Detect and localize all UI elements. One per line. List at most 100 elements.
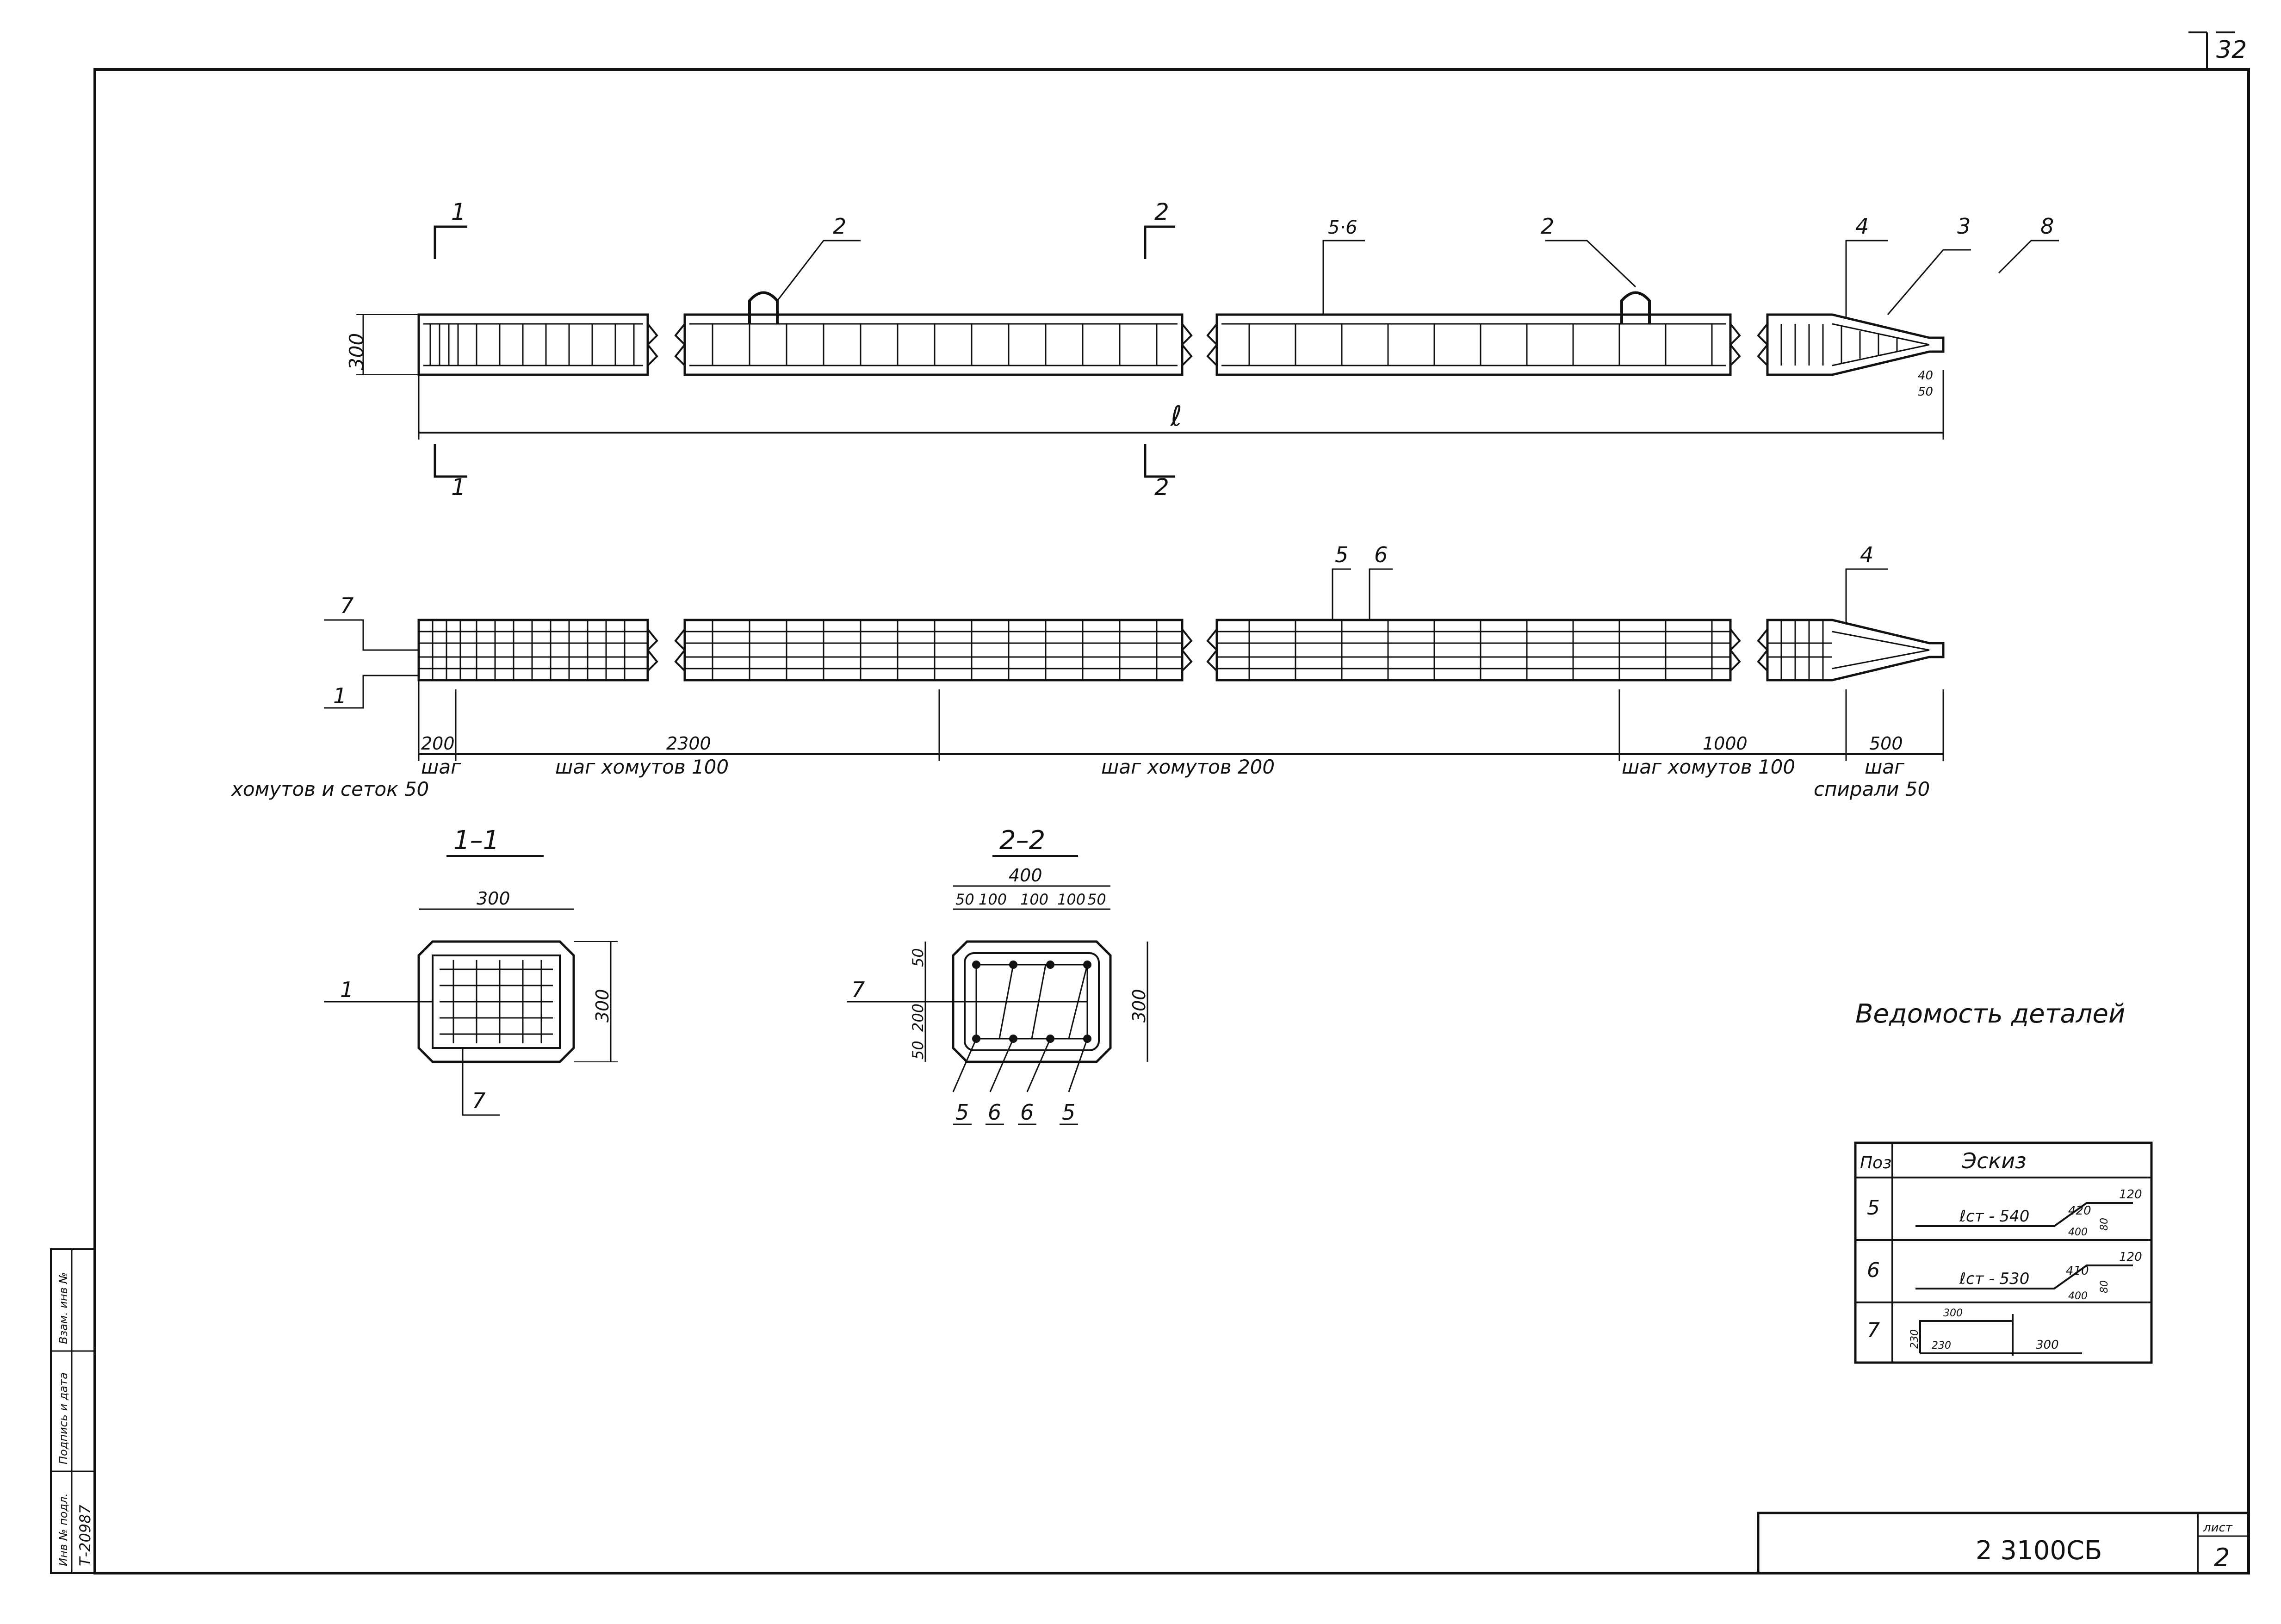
column-header-sketch: Эскиз — [1961, 1148, 2027, 1173]
row-pos: 6 — [1867, 1258, 1880, 1282]
bar-callout-5: 5 — [1062, 1100, 1075, 1125]
row-pos: 7 — [1867, 1319, 1880, 1342]
callout-2: 2 — [1541, 214, 1554, 239]
step-label: шаг хомутов 100 — [1622, 756, 1795, 778]
dim-step-2300: 2300 — [666, 733, 711, 754]
column-header-pos: Поз — [1860, 1153, 1891, 1172]
callout-6: 6 — [1374, 542, 1388, 567]
pile-segment — [1215, 619, 1732, 682]
pile-segment — [683, 291, 1184, 376]
callout-1: 1 — [333, 683, 347, 708]
bar-callout-6: 6 — [988, 1100, 1001, 1125]
pile-segment — [683, 619, 1184, 682]
stirrup-sketch — [1919, 1314, 2082, 1356]
dim-width: 400 — [1009, 865, 1042, 886]
callout-8: 8 — [2040, 214, 2054, 239]
callout-2: 2 — [833, 214, 846, 239]
section-mark-2-top: 2 — [1154, 198, 1169, 225]
lifting-loop — [1620, 291, 1651, 324]
pile-tip-segment — [1766, 619, 1945, 682]
dim-height: 300 — [345, 333, 368, 370]
section-mark-1-top: 1 — [451, 198, 466, 225]
dim-width: 300 — [477, 888, 510, 909]
plan-view: 7 1 5 6 4 200 2300 1000 500 шаг шаг хому… — [230, 542, 1945, 800]
sheet-number: 2 — [2214, 1543, 2230, 1572]
stirrup-dim: 300 — [2036, 1338, 2059, 1352]
dim-spacing: 50 — [955, 891, 974, 908]
bar-dim: 120 — [2119, 1188, 2142, 1202]
dim-height: 300 — [592, 989, 613, 1023]
bar-dim: 80 — [2099, 1218, 2110, 1231]
dim-left: 50 — [909, 948, 927, 967]
bar-sketch — [1915, 1264, 2133, 1289]
bar-dim: 400 — [2068, 1227, 2088, 1238]
pile-tip-segment — [1766, 313, 1945, 376]
dim-tip-40: 40 — [1918, 369, 1933, 383]
step-label: шаг — [421, 756, 461, 778]
dim-left: 50 — [909, 1041, 927, 1060]
step-label-tail: хомутов и сеток 50 — [230, 778, 429, 800]
step-label: шаг хомутов 200 — [1101, 756, 1275, 778]
callout-7: 7 — [340, 593, 353, 618]
bar-sketch — [1915, 1202, 2133, 1227]
dim-left: 200 — [909, 1004, 927, 1032]
bar-dim: 400 — [2068, 1290, 2088, 1302]
stamp-field-inventory: Инв № подл. — [57, 1493, 70, 1566]
dim-step-500: 500 — [1869, 733, 1903, 754]
callout-1: 1 — [340, 977, 353, 1002]
stirrup-dim: 230 — [1932, 1340, 1951, 1351]
pile-segment — [1215, 291, 1732, 376]
section-title: 1–1 — [453, 825, 499, 855]
callout-3: 3 — [1957, 214, 1971, 239]
dim-length: ℓ — [1170, 400, 1182, 433]
bar-length-label: ℓст - 540 — [1959, 1207, 2029, 1226]
sheet-frame: 32 — [93, 31, 2250, 1574]
bar-dim: 120 — [2119, 1250, 2142, 1264]
dim-spacing: 50 — [1087, 891, 1106, 908]
stamp-field-replaced: Взам. инв № — [57, 1272, 70, 1344]
bar-dim: 410 — [2066, 1264, 2089, 1278]
stamp-inventory-number: Т-20987 — [76, 1504, 94, 1566]
callout-4: 4 — [1855, 214, 1869, 239]
callout-4: 4 — [1860, 542, 1873, 567]
sheet-label: лист — [2203, 1521, 2233, 1535]
section-2-2: 2–2 400 50 100 100 100 50 50 200 50 300 … — [847, 825, 1149, 1125]
section-mark-2-bottom: 2 — [1154, 474, 1169, 501]
stirrup-dim: 300 — [1943, 1308, 1963, 1319]
dim-spacing: 100 — [1020, 891, 1048, 908]
side-stamp: Взам. инв № Подпись и дата Инв № подл. Т… — [50, 1248, 96, 1574]
dim-spacing: 100 — [979, 891, 1007, 908]
bar-dim: 80 — [2099, 1280, 2110, 1293]
callout-5-6: 5·6 — [1328, 217, 1357, 238]
pile-segment — [417, 619, 649, 682]
step-label-tail: спирали 50 — [1814, 778, 1930, 800]
callout-5: 5 — [1335, 542, 1348, 567]
dim-height: 300 — [1129, 989, 1149, 1023]
details-schedule: Ведомость деталей Поз Эскиз 5 ℓст - 540 … — [1854, 999, 2153, 1364]
elevation-view: 300 40 50 ℓ 1 1 2 2 2 5·6 2 — [345, 198, 2059, 501]
section-mark-1-bottom: 1 — [451, 474, 466, 501]
bar-dim: 420 — [2068, 1204, 2091, 1218]
callout-7: 7 — [472, 1088, 485, 1113]
dim-step-200: 200 — [421, 733, 455, 754]
pile-segment — [417, 313, 649, 376]
dim-step-1000: 1000 — [1703, 733, 1748, 754]
dim-tip-50: 50 — [1918, 385, 1933, 399]
dim-spacing: 100 — [1057, 891, 1085, 908]
title-block: 2 3100СБ лист 2 — [1757, 1512, 2250, 1574]
callout-7: 7 — [851, 977, 865, 1002]
page-number: 32 — [2216, 36, 2247, 64]
bar-callout-5: 5 — [955, 1100, 969, 1125]
document-code: 2 3100СБ — [1976, 1536, 2102, 1566]
row-pos: 5 — [1867, 1196, 1880, 1220]
bar-callout-6: 6 — [1020, 1100, 1034, 1125]
step-label: шаг хомутов 100 — [555, 756, 729, 778]
lifting-loop — [748, 291, 779, 324]
section-1-1: 1–1 300 300 1 7 — [324, 825, 618, 1116]
stamp-field-signature: Подпись и дата — [57, 1372, 70, 1464]
stirrup-dim: 230 — [1909, 1329, 1921, 1349]
section-title: 2–2 — [999, 825, 1045, 855]
details-title: Ведомость деталей — [1855, 999, 2125, 1029]
bar-length-label: ℓст - 530 — [1959, 1270, 2029, 1288]
